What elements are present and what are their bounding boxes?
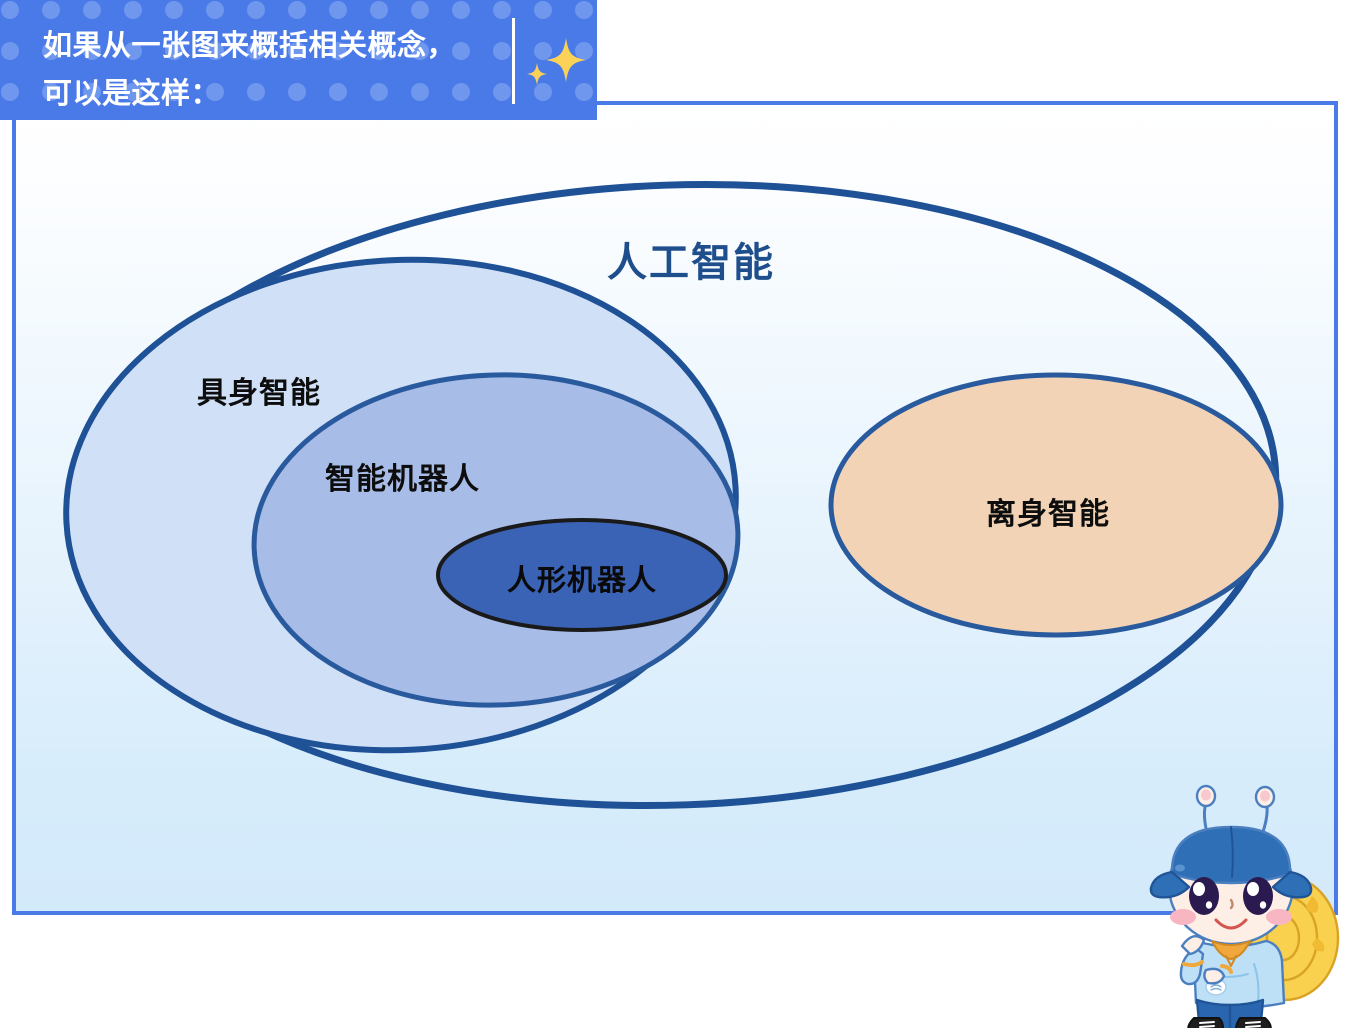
banner-heading-line2: 可以是这样： [43, 78, 221, 110]
ellipse-disembodied-intelligence [828, 372, 1284, 638]
mascot-head [1149, 825, 1313, 946]
mascot-arms [1179, 934, 1233, 986]
euler-diagram [63, 180, 1284, 810]
mascot-shoes [1187, 1017, 1272, 1028]
banner-heading-line1: 如果从一张图来概括相关概念， [43, 30, 457, 62]
ellipse-humanoid-robot [436, 518, 728, 632]
sparkle-icon [527, 38, 586, 85]
banner-divider [512, 18, 515, 104]
snail-mascot [1149, 784, 1340, 1028]
banner-heading: 如果从一张图来概括相关概念， 可以是这样： [43, 22, 513, 118]
mascot-cap [1149, 825, 1313, 899]
mascot-mouth [1214, 918, 1248, 930]
header-banner: 如果从一张图来概括相关概念， 可以是这样： [0, 0, 597, 120]
mascot-eyes [1189, 877, 1273, 915]
mascot-cheeks [1170, 909, 1292, 925]
mascot-nose [1229, 898, 1234, 910]
